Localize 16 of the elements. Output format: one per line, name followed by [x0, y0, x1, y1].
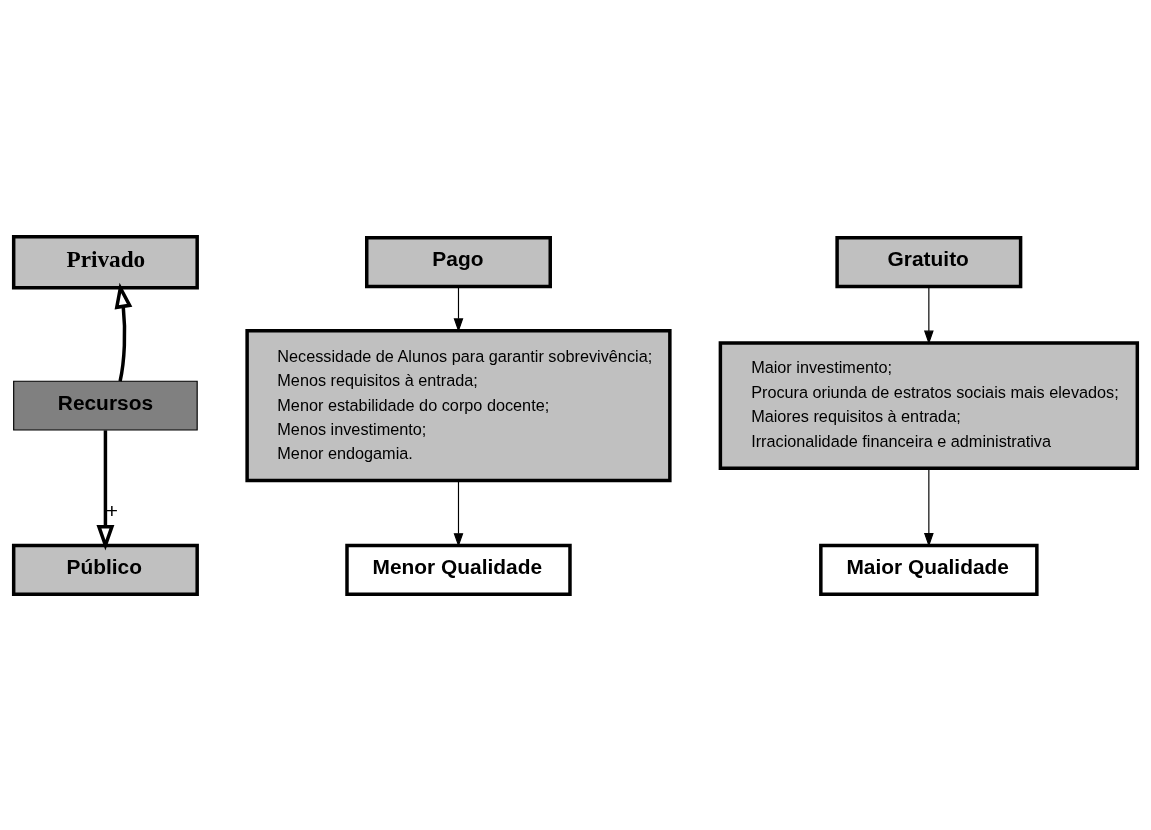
arrow	[453, 285, 464, 332]
node-box: Pago	[365, 235, 552, 288]
node-box: Necessidade de Alunos para garantir sobrevivência; Menos requisitos à entrada; Menor estabilidade do corpo docente; Menos investimento; Menor endogamia.	[245, 328, 672, 482]
node-box: Gratuito	[835, 235, 1023, 288]
arrow	[923, 467, 934, 547]
node-box: Menor Qualidade	[345, 543, 572, 596]
arrow	[453, 479, 464, 547]
node-box: Recursos	[13, 380, 198, 431]
node-box: Privado	[11, 234, 199, 289]
arrow	[114, 282, 133, 381]
node-box: Público	[11, 543, 199, 596]
edge-label: +	[105, 498, 118, 522]
node-box: Maior Qualidade	[819, 543, 1039, 596]
node-box: Maior investimento; Procura oriunda de estratos sociais mais elevados; Maiores requisitos à entrada; Irracionalidade financeira e administrativa	[718, 340, 1140, 470]
arrow	[923, 285, 934, 344]
arrow	[96, 429, 115, 550]
